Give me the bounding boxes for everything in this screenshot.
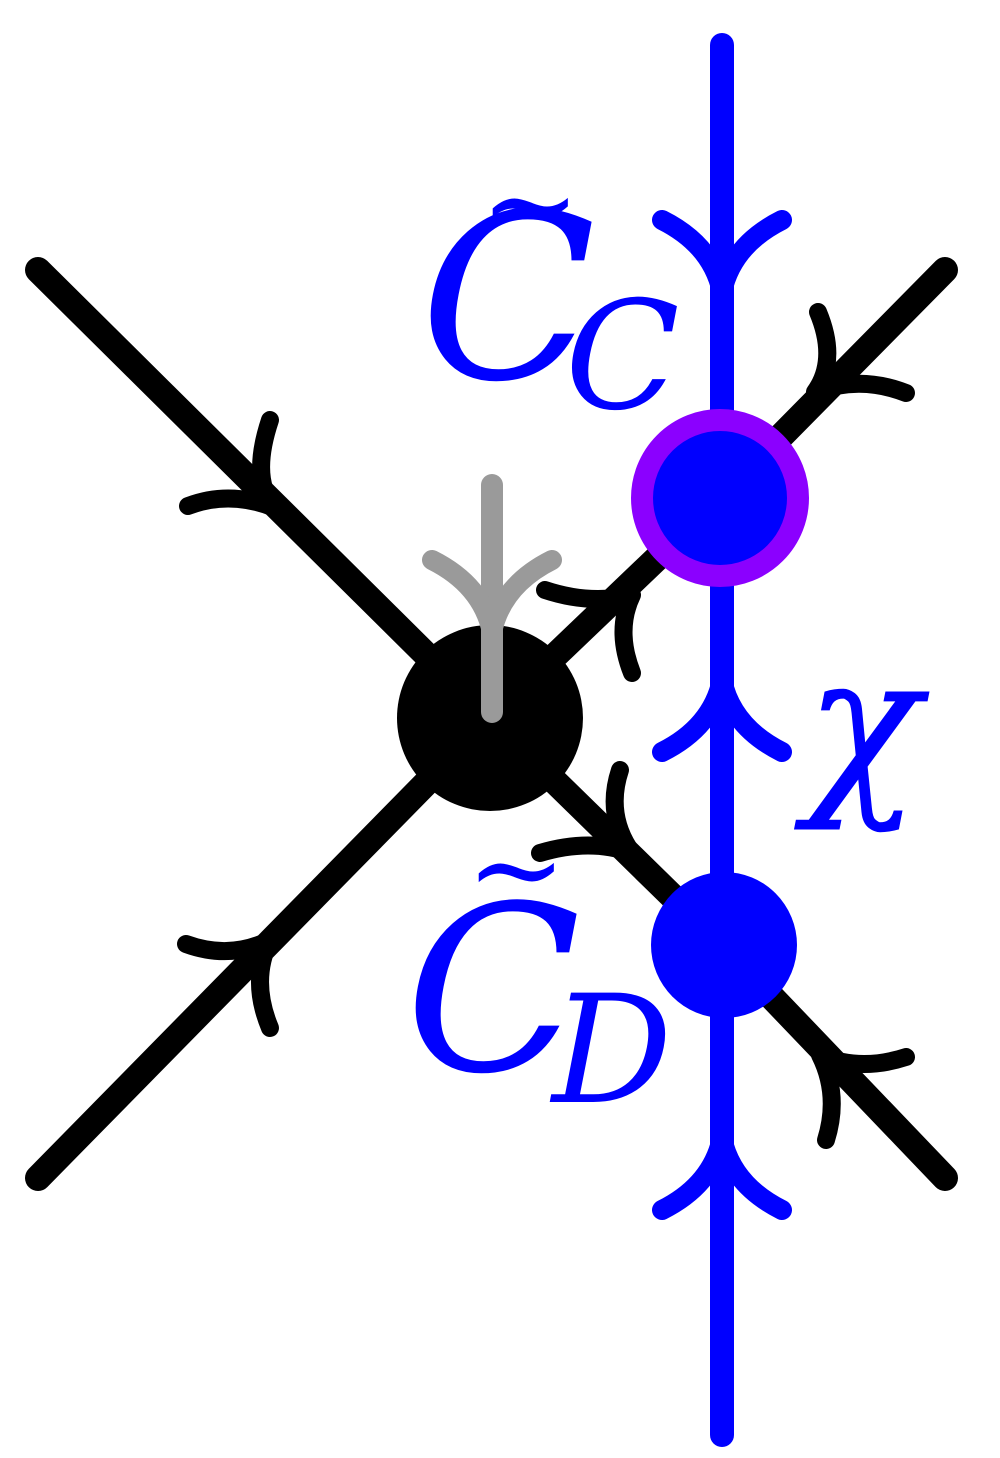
- arrowhead-lower-left-icon: [177, 931, 279, 1037]
- arrowhead-upper-right-icon: [806, 303, 915, 402]
- arrowhead-middle-right-icon: [536, 581, 641, 682]
- blue-arrowhead-top-icon: [652, 210, 792, 302]
- c-tilde-d-node: [651, 872, 797, 1018]
- label-c-tilde-c-base: C: [420, 166, 596, 433]
- arrowhead-d-in-icon: [531, 761, 641, 862]
- label-c-tilde-c-sub: C: [565, 270, 680, 444]
- arrowhead-lower-right-icon: [811, 1046, 915, 1149]
- blue-arrowhead-middle-icon: [652, 670, 792, 762]
- arrowhead-upper-left-icon: [179, 411, 284, 517]
- label-chi: χ: [793, 614, 930, 835]
- label-c-tilde-d-base: C: [405, 858, 581, 1125]
- label-c-tilde-d-tilde: ~: [466, 800, 567, 939]
- blue-arrowhead-bottom-icon: [652, 1128, 792, 1220]
- label-c-tilde-c: ~ C C: [420, 135, 680, 444]
- label-c-tilde-d-sub: D: [549, 964, 672, 1138]
- label-c-tilde-c-tilde: ~: [480, 135, 581, 274]
- c-tilde-c-node: [631, 409, 809, 587]
- label-c-tilde-d: ~ C D: [405, 800, 672, 1138]
- gray-arrowhead-icon: [422, 550, 562, 642]
